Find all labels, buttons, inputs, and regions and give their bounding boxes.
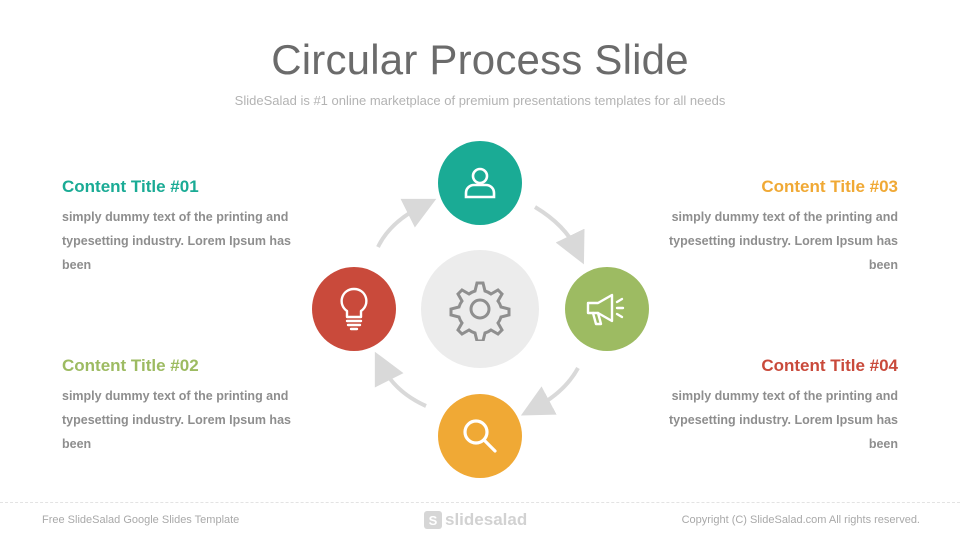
logo-mark: S: [424, 511, 442, 529]
footer-left-text: Free SlideSalad Google Slides Template: [42, 514, 240, 526]
megaphone-icon: [586, 293, 625, 326]
center-circle: [421, 250, 539, 368]
arrow-bottom-to-left: [374, 351, 427, 408]
process-node-04: [438, 394, 522, 478]
footer-logo: S slidesalad: [424, 510, 527, 530]
content-block-02: Content Title #02 simply dummy text of t…: [62, 356, 302, 456]
content-text-03: simply dummy text of the printing and ty…: [669, 210, 898, 272]
content-title-03: Content Title #03: [761, 177, 898, 196]
lightbulb-icon: [340, 287, 368, 331]
content-block-03: Content Title #03 simply dummy text of t…: [658, 177, 898, 277]
content-title-04: Content Title #04: [761, 356, 898, 375]
cycle-arrows: [374, 198, 585, 416]
footer-divider: [0, 502, 960, 503]
content-text-02: simply dummy text of the printing and ty…: [62, 389, 291, 451]
footer-copyright: Copyright (C) SlideSalad.com All rights …: [681, 514, 920, 526]
slide-subtitle: SlideSalad is #1 online marketplace of p…: [234, 93, 726, 108]
arrow-right-to-bottom: [520, 367, 580, 416]
search-icon: [463, 419, 497, 453]
user-icon: [464, 167, 496, 199]
content-text-04: simply dummy text of the printing and ty…: [669, 389, 898, 451]
arrow-left-to-top: [376, 198, 437, 248]
process-node-03: [565, 267, 649, 351]
process-node-01: [438, 141, 522, 225]
gear-icon: [449, 281, 511, 341]
slide-title: Circular Process Slide: [271, 36, 689, 83]
logo-text: slidesalad: [445, 510, 528, 529]
arrow-top-to-right: [533, 205, 585, 265]
content-title-01: Content Title #01: [62, 177, 199, 196]
content-text-01: simply dummy text of the printing and ty…: [62, 210, 291, 272]
content-block-01: Content Title #01 simply dummy text of t…: [62, 177, 302, 277]
circular-process-diagram: [290, 130, 670, 490]
content-title-02: Content Title #02: [62, 356, 199, 375]
content-block-04: Content Title #04 simply dummy text of t…: [658, 356, 898, 456]
process-node-02: [312, 267, 396, 351]
